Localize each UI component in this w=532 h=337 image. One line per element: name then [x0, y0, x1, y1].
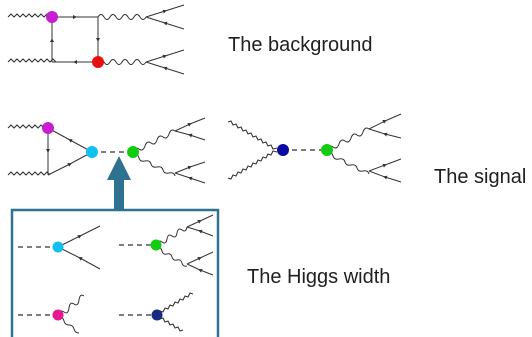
signal-label: The signal: [434, 166, 527, 188]
cyan-vertex: [52, 241, 64, 253]
up-arrow: [107, 156, 131, 210]
photon-line: [57, 314, 80, 334]
magenta-vertex: [42, 122, 54, 134]
green-vertex: [150, 239, 162, 251]
gluon-line: [156, 314, 184, 332]
dark-blue-vertex: [151, 309, 163, 321]
green-vertex: [321, 144, 333, 156]
green-vertex: [127, 146, 139, 158]
gluon-line: [227, 120, 278, 150]
background-diagram: [7, 4, 185, 75]
photon-line: [132, 151, 176, 177]
higgs-width-label: The Higgs width: [247, 266, 391, 288]
gluon-line: [7, 58, 57, 63]
photon-line: [155, 244, 188, 267]
gluon-line: [156, 292, 194, 316]
cyan-vertex: [86, 146, 98, 158]
magenta-vertex: [46, 11, 58, 23]
navy-vertex: [277, 144, 289, 156]
pink-vertex: [52, 309, 64, 321]
photon-line: [97, 59, 147, 65]
photon-line: [57, 294, 85, 316]
red-vertex: [92, 56, 104, 68]
gluon-line: [7, 171, 51, 176]
photon-line: [326, 149, 370, 175]
higgs-width-box: [10, 208, 220, 337]
signal-tree-diagram: [227, 113, 402, 183]
photon-line: [155, 226, 188, 246]
photon-line: [326, 127, 370, 151]
background-label: The background: [228, 34, 373, 56]
photon-line: [132, 129, 176, 153]
signal-triangle-diagram: [7, 117, 206, 184]
gluon-line: [227, 150, 278, 180]
photon-line: [97, 14, 147, 20]
